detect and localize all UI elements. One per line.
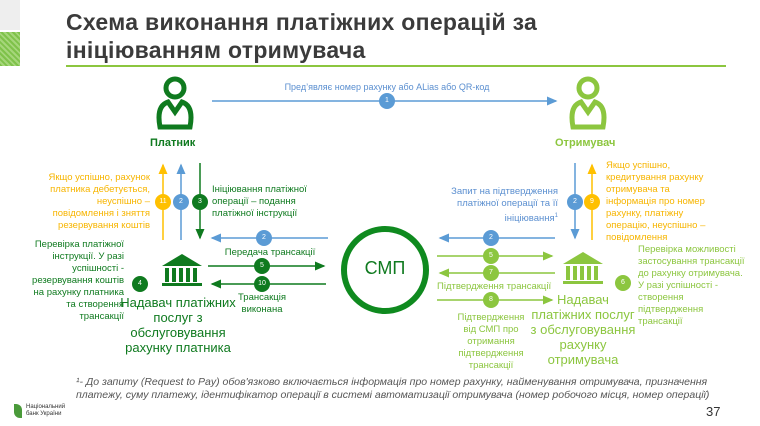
step-1-badge: 1 — [379, 93, 395, 109]
page-number: 37 — [706, 404, 721, 419]
step-2-badge: 2 — [567, 194, 583, 210]
receiver-bank-icon — [563, 252, 603, 284]
page-title: Схема виконання платіжних операцій за ін… — [66, 9, 538, 63]
footnote-ref: 1 — [554, 213, 558, 219]
step-5-badge: 5 — [254, 258, 270, 274]
smp-label: СМП — [364, 258, 406, 278]
payer-person-icon — [156, 76, 194, 130]
receiver-bank-label: Надавач платіжних послуг з обслуговуванн… — [530, 292, 636, 367]
step-9-badge: 9 — [584, 194, 600, 210]
step1-label: Пред’являє номер рахунку або ALias або Q… — [284, 82, 490, 92]
payer-check-text: Перевірка платіжної інструкції. У разі у… — [32, 239, 124, 322]
receiver-label: Отримувач — [555, 137, 616, 149]
step-2-badge: 2 — [256, 230, 272, 246]
step-2-badge: 2 — [173, 194, 189, 210]
payer-bank-icon — [162, 254, 202, 286]
corner-pattern — [0, 32, 20, 66]
step-10-badge: 10 — [254, 276, 270, 292]
smp-confirm-text: Підтвердження від СМП про отримання підт… — [457, 312, 525, 371]
corner-block — [0, 0, 20, 30]
receiver-person-icon — [569, 76, 607, 130]
confirm-label: Підтвердження трансакції — [437, 281, 552, 292]
transfer-label: Передача трансакції — [224, 247, 316, 258]
step-2-badge: 2 — [483, 230, 499, 246]
payer-bank-label: Надавач платіжних послуг з обслуговуванн… — [120, 295, 236, 355]
step-5-badge: 5 — [483, 248, 499, 264]
step-6-badge: 6 — [615, 275, 631, 291]
step-11-badge: 11 — [155, 194, 171, 210]
done-label: Трансакція виконана — [238, 292, 286, 315]
receiver-check-text: Перевірка можливості застосування транса… — [638, 244, 745, 327]
request-text: Запит на підтвердження платіжної операці… — [448, 186, 558, 225]
payer-label: Платник — [150, 137, 196, 149]
smp-circle — [341, 226, 429, 314]
init-text: Ініціювання платіжної операції – подання… — [212, 184, 307, 219]
left-yellow-text: Якщо успішно, рахунок платника дебетуєть… — [48, 172, 150, 231]
step-7-badge: 7 — [483, 265, 499, 281]
footnote: ¹- До запиту (Request to Pay) обов'язков… — [76, 376, 710, 401]
step-3-badge: 3 — [192, 194, 208, 210]
step-8-badge: 8 — [483, 292, 499, 308]
title-underline — [66, 65, 726, 67]
nbu-logo-icon — [14, 404, 22, 418]
request-text-body: Запит на підтвердження платіжної операці… — [451, 186, 558, 225]
right-yellow-text: Якщо успішно, кредитування рахунку отрим… — [606, 160, 706, 243]
step-4-badge: 4 — [132, 276, 148, 292]
nbu-logo-text: Національний банк України — [26, 404, 66, 417]
